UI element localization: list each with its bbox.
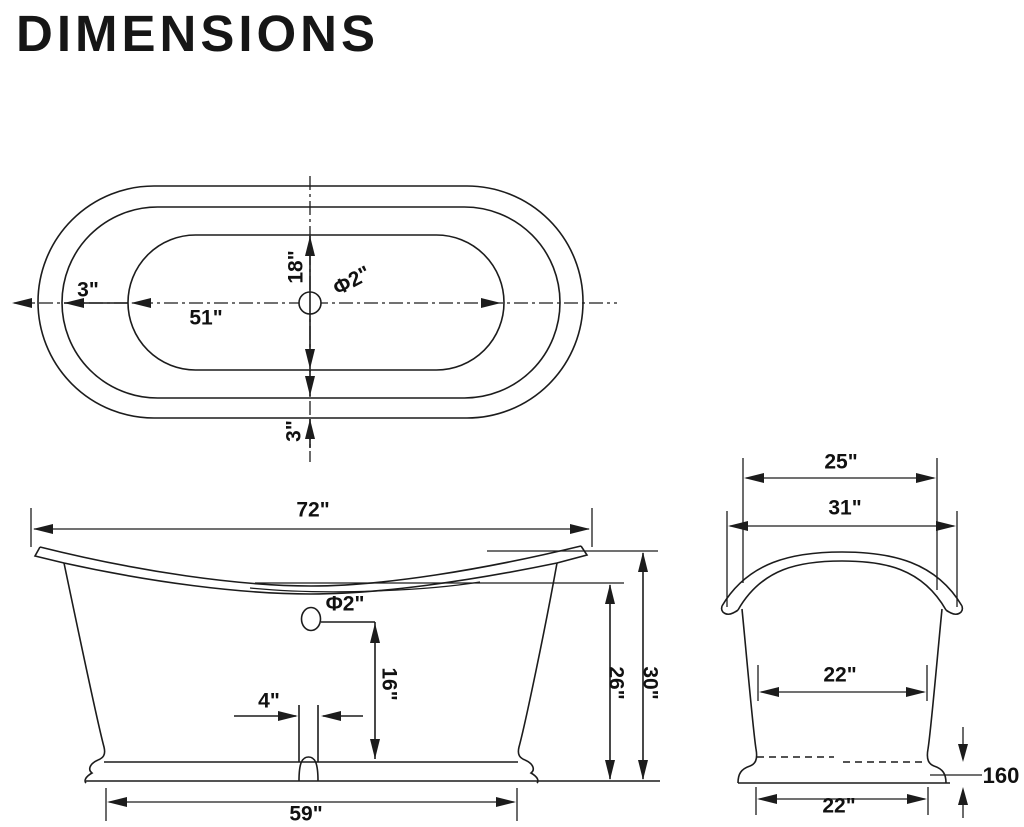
dim-label-rim-low-height: 26" — [604, 666, 628, 700]
dim-label-drain-diameter-front: Φ2" — [325, 592, 365, 616]
dim-label-base-length: 59" — [289, 802, 323, 826]
end-view-drawing — [720, 458, 982, 818]
outer-rim-outline — [37, 185, 584, 419]
dim-label-base-height: 160 — [982, 763, 1020, 788]
dim-label-overall-length: 72" — [296, 498, 330, 522]
dim-label-base-width: 22" — [822, 794, 856, 818]
dim-label-top-inner-width: 25" — [824, 450, 858, 474]
dim-label-drain-center-height: 16" — [377, 667, 401, 701]
dim-label-basin-width: 18" — [284, 250, 308, 284]
dim-label-basin-length: 51" — [189, 306, 223, 330]
rim-bottom-edge — [63, 562, 558, 595]
page-title: DIMENSIONS — [16, 5, 380, 62]
front-view-drawing — [30, 508, 660, 821]
top-view-drawing — [12, 176, 617, 462]
right-wall — [517, 562, 558, 761]
end-rim-outer — [721, 551, 963, 607]
dim-label-overall-height: 30" — [638, 666, 662, 700]
end-left-wall — [741, 608, 757, 750]
end-rim-inner — [737, 560, 947, 611]
dim-label-inner-width: 22" — [823, 663, 857, 687]
inner-rim-outline — [61, 206, 561, 399]
left-wall — [63, 562, 106, 761]
overflow-hole — [300, 606, 322, 632]
back-rim-edge — [249, 581, 481, 593]
rim-top-edge — [39, 545, 582, 587]
end-right-wall — [927, 608, 943, 750]
dim-label-drain-offset: 4" — [258, 689, 280, 713]
dim-label-rim-side: 3" — [77, 278, 99, 302]
dim-label-overall-width: 31" — [828, 496, 862, 520]
dim-label-rim-end: 3" — [282, 420, 306, 442]
